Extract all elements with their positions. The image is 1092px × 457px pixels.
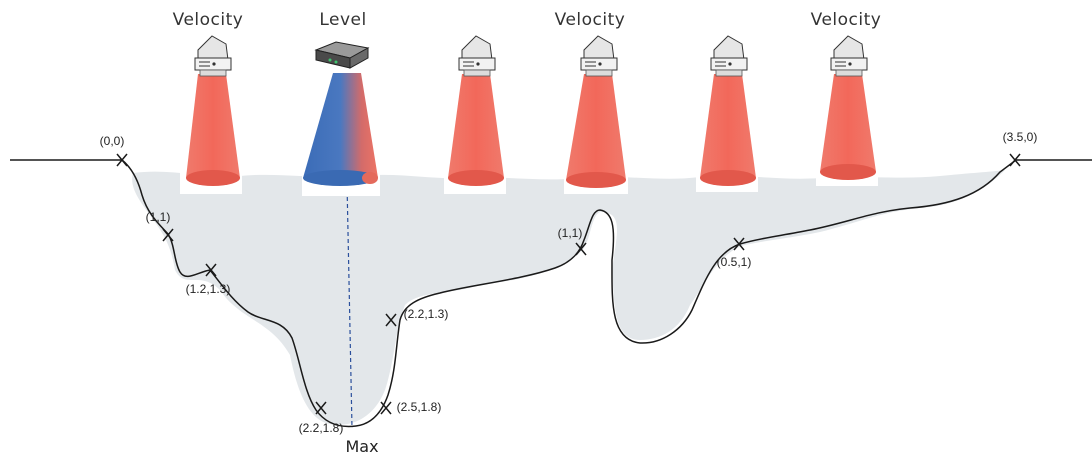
x-marker — [162, 228, 174, 242]
velocity-sensor-2 — [444, 35, 506, 194]
point-label: (1,1) — [146, 210, 171, 224]
velocity-sensor-icon — [194, 35, 232, 77]
velocity-sensor-icon — [710, 35, 748, 77]
point-label-right-bank: (3.5,0) — [1003, 130, 1038, 144]
channel-profile-line — [10, 159, 1092, 428]
x-marker — [205, 263, 217, 277]
velocity-sensor-icon — [830, 35, 868, 77]
max-depth-label: Max — [345, 437, 378, 456]
point-label-left-bank: (0,0) — [100, 134, 125, 148]
level-sensor-icon — [314, 41, 370, 69]
velocity-sensor-4 — [696, 35, 758, 192]
water-body — [132, 170, 1005, 425]
x-marker — [385, 313, 397, 327]
x-marker — [315, 401, 327, 415]
velocity-sensor-1 — [180, 35, 242, 194]
velocity-sensor-5 — [816, 35, 878, 186]
max-depth-line — [346, 182, 353, 429]
velocity-label: Velocity — [173, 10, 244, 30]
point-label: (1,1) — [558, 226, 583, 240]
velocity-sensor-icon — [458, 35, 496, 77]
velocity-label: Velocity — [555, 10, 626, 30]
point-label: (2.2,1.8) — [299, 421, 344, 435]
velocity-label: Velocity — [811, 10, 882, 30]
point-label: (2.2,1.3) — [404, 307, 449, 321]
point-label: (1.2,1.3) — [186, 282, 231, 296]
point-label: (0.5,1) — [717, 255, 752, 269]
level-sensor — [302, 41, 380, 196]
x-marker — [1009, 153, 1021, 167]
survey-point-markers — [116, 153, 1021, 415]
x-marker — [575, 242, 587, 256]
point-label: (2.5,1.8) — [397, 400, 442, 414]
velocity-sensor-icon — [580, 35, 618, 77]
x-marker — [380, 401, 392, 415]
level-label: Level — [319, 10, 366, 30]
x-marker — [733, 237, 745, 251]
velocity-sensor-3 — [564, 35, 628, 194]
x-marker — [116, 153, 128, 167]
